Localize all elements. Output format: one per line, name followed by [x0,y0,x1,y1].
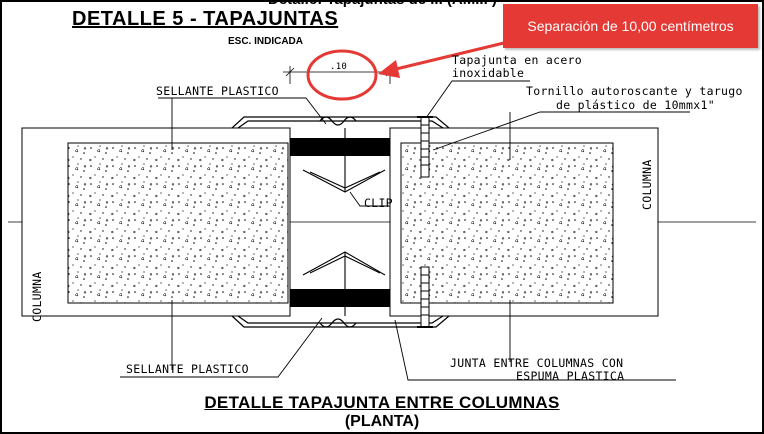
page-title: DETALLE 5 - TAPAJUNTAS [72,8,339,30]
label-tornillo-2: de plástico de 10mmx1" [556,98,715,112]
left-column [21,127,291,317]
label-junta-1: JUNTA ENTRE COLUMNAS CON [450,356,624,370]
label-junta-2: ESPUMA PLASTICA [516,369,625,383]
label-clip: CLIP [364,196,393,210]
label-sellante-top: SELLANTE PLASTICO [156,84,279,98]
scale-note: ESC. INDICADA [228,36,304,47]
label-columna-right: COLUMNA [640,159,654,210]
footer-subtitle: (PLANTA) [344,413,420,430]
callout-box: Separación de 10,00 centímetros [503,4,758,48]
label-sellante-bottom: SELLANTE PLASTICO [126,362,249,376]
callout-arrow [378,40,509,78]
footer-title: DETALLE TAPAJUNTA ENTRE COLUMNAS [204,393,560,412]
screw-bottom [417,266,433,328]
tapajunta-top [231,116,450,129]
foam-band-top [290,138,390,156]
highlight-circle [306,49,378,101]
clip-top [302,128,386,193]
foam-band-bottom [290,289,390,307]
dimension-value: .10 [330,62,348,72]
label-tapajunta-2: inoxidable [452,66,525,80]
label-columna-left: COLUMNA [30,271,44,322]
right-column [389,127,659,317]
label-tornillo-1: Tornillo autoroscante y tarugo [526,84,743,98]
tapajunta-bottom [231,315,450,328]
cropped-heading: Detalle: Tapajuntas de ... (AM... ) [268,0,497,8]
screw-top [417,116,433,178]
clip-bottom [302,251,386,316]
leader-lines [120,80,690,381]
label-tapajunta-1: Tapajunta en acero [452,53,583,67]
